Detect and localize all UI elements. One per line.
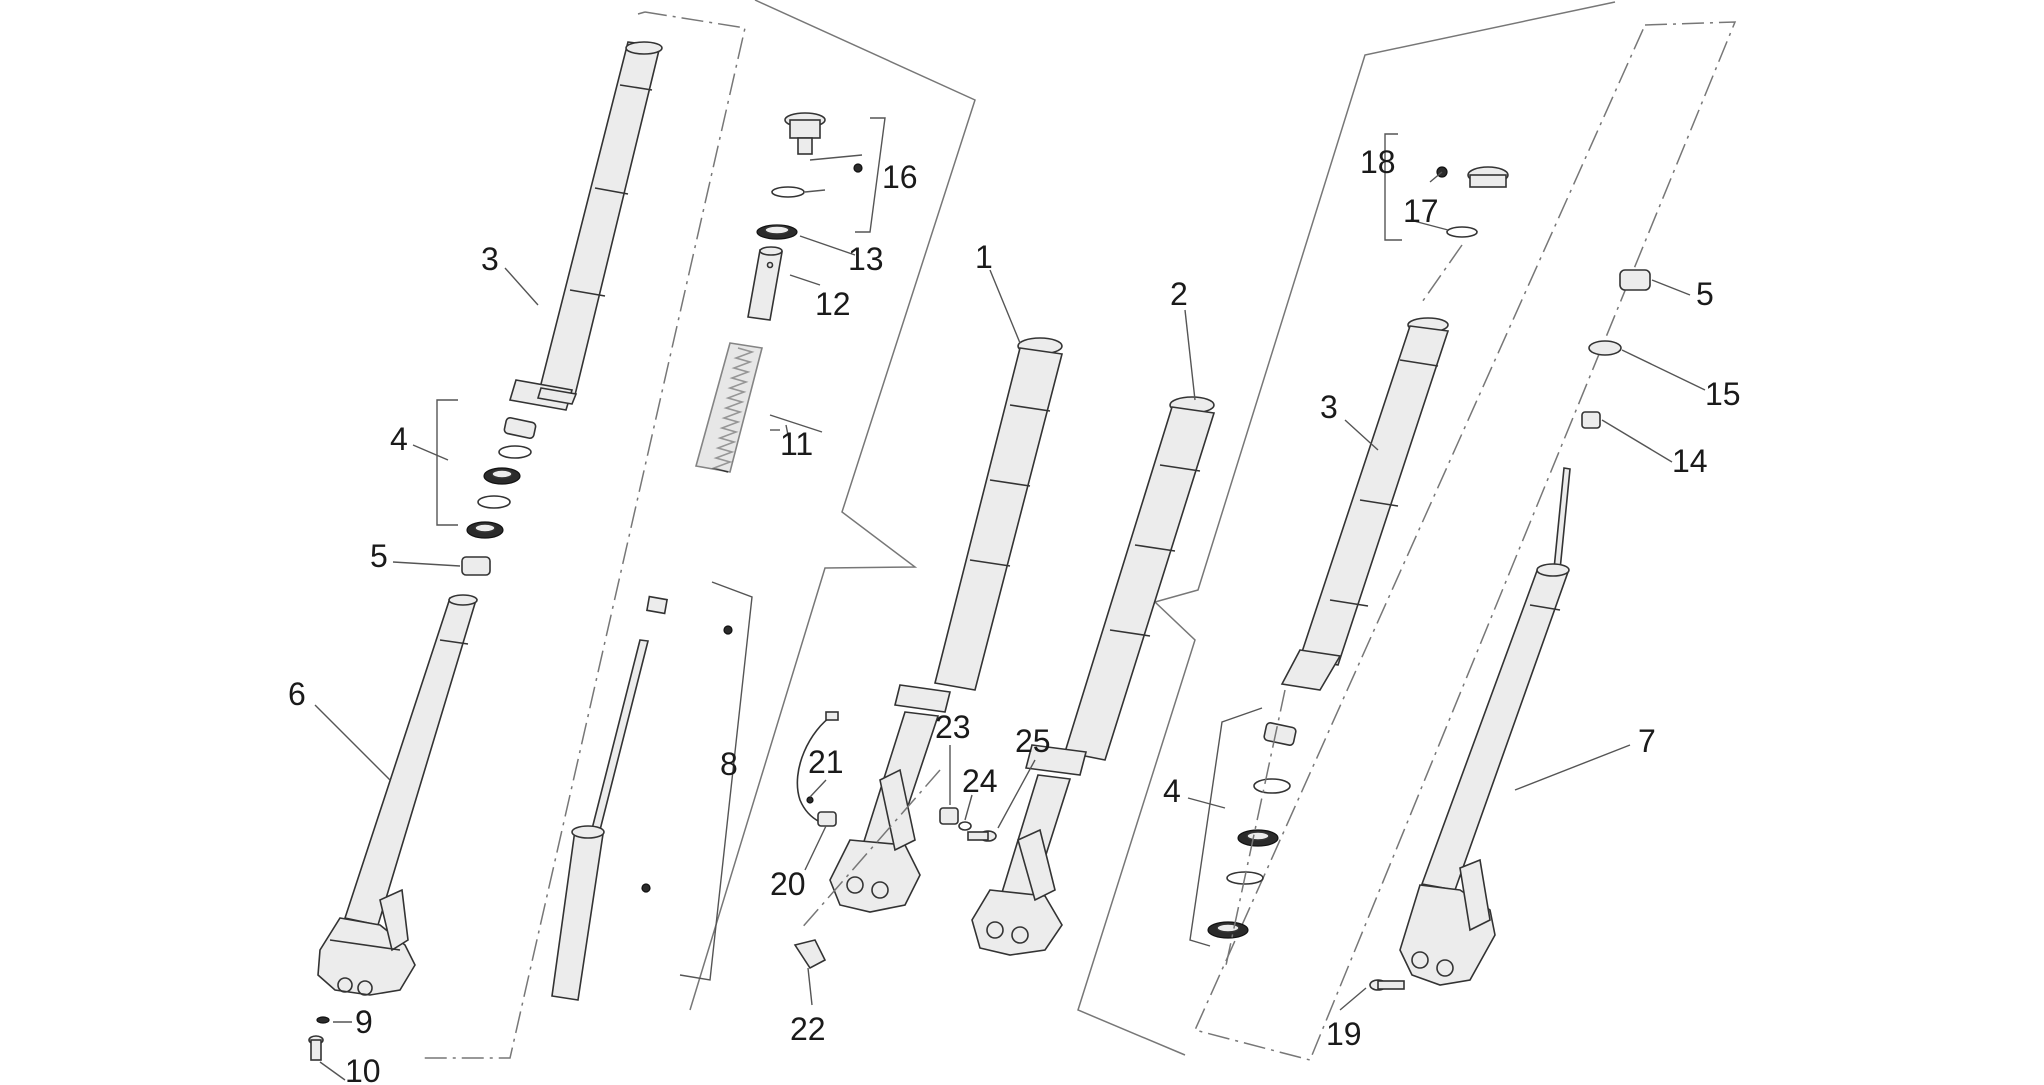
part-bush-23 — [939, 807, 959, 825]
label-2: 2 — [1170, 276, 1188, 312]
brackets — [436, 117, 1402, 981]
part-bushing-left — [461, 556, 491, 576]
label-24: 24 — [962, 763, 998, 799]
dot-16 — [853, 163, 863, 173]
bracket-4-left — [436, 399, 458, 526]
leader-lines — [314, 154, 1706, 1081]
left-group-boundary — [420, 11, 746, 1059]
part-lower-leg-left — [317, 594, 478, 996]
label-23: 23 — [935, 709, 971, 745]
part-washer-24 — [958, 821, 972, 831]
label-3-left: 3 — [481, 241, 499, 277]
label-22: 22 — [790, 1011, 826, 1047]
part-screw-21 — [806, 796, 814, 804]
part-ring-13-inner — [764, 225, 790, 235]
centerline-right — [1419, 244, 1463, 306]
label-9: 9 — [355, 1004, 373, 1040]
part-cap-left — [771, 112, 826, 198]
part-plate-15 — [1588, 340, 1622, 356]
label-12: 12 — [815, 286, 851, 322]
label-5-left: 5 — [370, 538, 388, 574]
label-21: 21 — [808, 744, 844, 780]
label-25: 25 — [1015, 723, 1051, 759]
bracket-18 — [1384, 133, 1402, 241]
left-group-boundary-top — [637, 11, 646, 15]
left-seal-kit — [466, 417, 537, 539]
label-11: 11 — [780, 426, 813, 462]
label-6: 6 — [288, 676, 306, 712]
label-1: 1 — [975, 239, 993, 275]
middle-boundary-left — [689, 0, 976, 1011]
callout-labels: 1 2 3 3 4 4 5 5 6 7 8 9 10 11 12 13 14 1… — [288, 144, 1741, 1085]
part-clamp-22 — [793, 939, 827, 970]
part-cap-right — [1446, 166, 1509, 238]
bracket-8 — [679, 581, 753, 981]
part-cartridge-8 — [551, 595, 669, 1001]
label-7: 7 — [1638, 723, 1656, 759]
part-spring-11-outline — [694, 342, 763, 473]
label-10: 10 — [345, 1053, 381, 1085]
centerline-center — [799, 769, 941, 931]
part-sensor-wire-20 — [796, 711, 839, 827]
bracket-4-right — [1189, 707, 1263, 947]
part-fork-assembly-1 — [829, 337, 1063, 913]
label-4-left: 4 — [390, 421, 408, 457]
label-4-right: 4 — [1163, 773, 1181, 809]
label-5-right: 5 — [1696, 276, 1714, 312]
centerline-right-lower — [1224, 689, 1286, 971]
part-spacer-12 — [747, 246, 783, 321]
dot-8-top — [723, 625, 733, 635]
label-13: 13 — [848, 241, 884, 277]
part-lower-leg-right — [1399, 467, 1571, 986]
right-seal-kit — [1207, 722, 1297, 939]
label-3-right: 3 — [1320, 389, 1338, 425]
label-8: 8 — [720, 746, 738, 782]
label-18: 18 — [1360, 144, 1396, 180]
bracket-16 — [855, 117, 886, 233]
part-upper-tube-left — [508, 41, 663, 411]
label-16: 16 — [882, 159, 918, 195]
part-bolt-19 — [1369, 979, 1405, 991]
part-fork-assembly-2 — [971, 396, 1216, 956]
label-20: 20 — [770, 866, 806, 902]
part-upper-tube-right — [1280, 317, 1450, 691]
dot-8-bottom — [641, 883, 651, 893]
label-15: 15 — [1705, 376, 1741, 412]
part-nut-14 — [1581, 411, 1601, 429]
label-14: 14 — [1672, 443, 1708, 479]
label-17: 17 — [1403, 193, 1439, 229]
part-bolt-25 — [967, 830, 997, 842]
label-19: 19 — [1326, 1016, 1362, 1052]
part-bolt-10 — [308, 1035, 324, 1061]
part-clip-9 — [316, 1016, 330, 1024]
part-bushing-right — [1619, 269, 1651, 291]
